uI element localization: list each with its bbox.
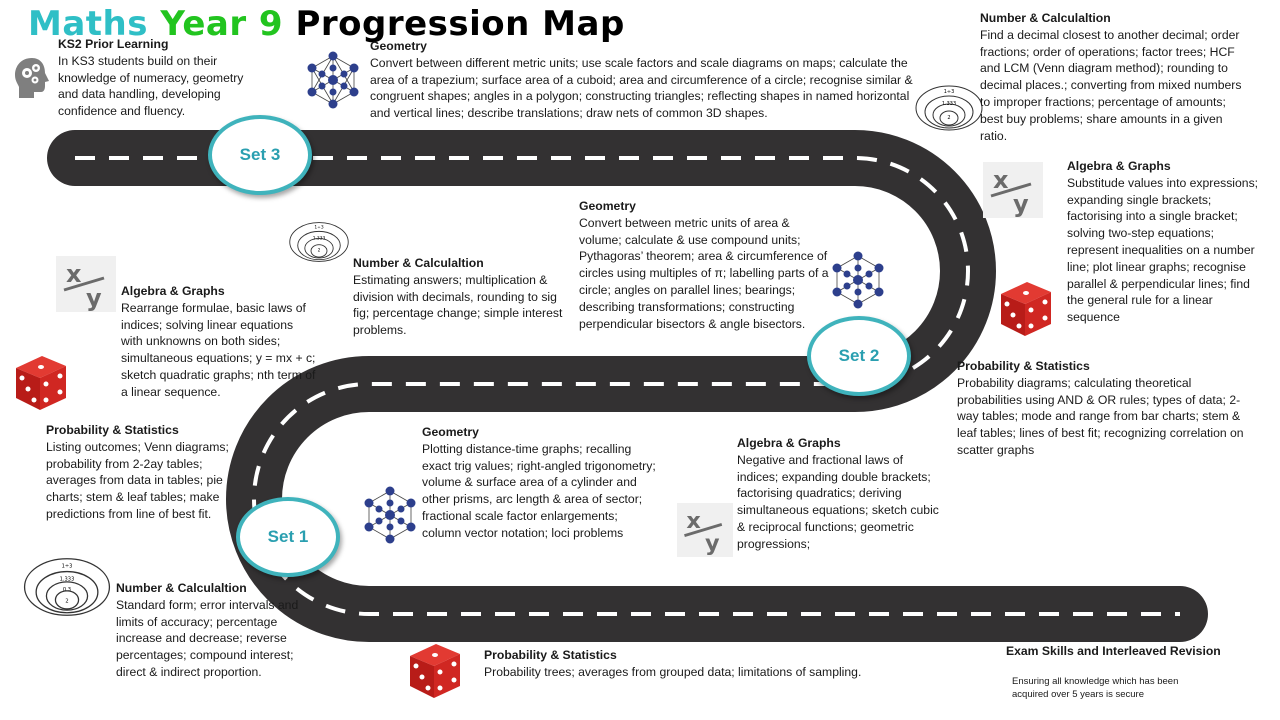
algebra-x: x: [993, 166, 1009, 194]
set2-probability-body: Listing outcomes; Venn diagrams; probabi…: [46, 439, 229, 521]
set2-geometry-heading: Geometry: [579, 199, 636, 213]
set2-algebra-heading: Algebra & Graphs: [121, 284, 225, 298]
geometry-icon: [832, 251, 884, 309]
algebra-y: y: [1013, 190, 1029, 218]
title-year: Year 9: [160, 4, 284, 44]
number-icon-label: 2: [65, 598, 68, 604]
set1-badge: Set 1: [236, 497, 340, 577]
algebra-x: x: [66, 260, 82, 288]
set1-geometry-body: Plotting distance-time graphs; recalling…: [422, 441, 656, 540]
page-title: Maths Year 9 Progression Map: [28, 4, 625, 44]
geometry-icon: [364, 486, 416, 544]
set2-algebra-body: Rearrange formulae, basic laws of indice…: [121, 300, 316, 399]
set3-label: Set 3: [239, 145, 281, 164]
set2-badge: Set 2: [807, 316, 911, 396]
ks2-block: KS2 Prior Learning In KS3 students build…: [58, 36, 263, 120]
set3-number-body: Find a decimal closest to another decima…: [980, 27, 1242, 143]
head-gears-icon: [15, 58, 49, 98]
number-sets-icon: 1÷3 1.333 0.3 2: [23, 558, 111, 616]
dice-icon: [410, 644, 460, 698]
ks2-body: In KS3 students build on their knowledge…: [58, 53, 244, 119]
set2-geometry-block: Geometry Convert between metric units of…: [579, 198, 831, 332]
set1-number-body: Standard form; error intervals and limit…: [116, 597, 299, 679]
exam-heading: Exam Skills and Interleaved Revision: [1006, 644, 1221, 658]
algebra-y: y: [705, 531, 720, 557]
exam-body: Ensuring all knowledge which has been ac…: [1012, 676, 1179, 700]
set1-algebra-body: Negative and fractional laws of indices;…: [737, 452, 939, 551]
number-sets-icon: 1÷3 1.333 2: [915, 85, 983, 131]
set2-number-body: Estimating answers; multiplication & div…: [353, 272, 563, 338]
number-icon-label: 1.333: [60, 577, 75, 583]
set2-geometry-body: Convert between metric units of area & v…: [579, 215, 829, 331]
number-icon-label: 0.3: [63, 587, 71, 593]
set3-geometry-block: Geometry Convert between different metri…: [370, 38, 915, 122]
set2-number-block: Number & Calculaltion Estimating answers…: [353, 255, 575, 339]
road-centerline: [75, 156, 1180, 616]
set3-probability-body: Probability diagrams; calculating theore…: [957, 375, 1244, 457]
set2-label: Set 2: [838, 346, 880, 365]
set3-badge: Set 3: [208, 115, 312, 195]
number-icon-label: 1÷3: [62, 564, 73, 570]
geometry-icon: [307, 51, 359, 109]
exam-skills-block: Exam Skills and Interleaved Revision: [1006, 643, 1246, 660]
set1-probability-body: Probability trees; averages from grouped…: [484, 664, 862, 679]
ks2-heading: KS2 Prior Learning: [58, 37, 169, 51]
set1-geometry-heading: Geometry: [422, 425, 479, 439]
set1-algebra-heading: Algebra & Graphs: [737, 436, 841, 450]
number-icon-label: 1.333: [942, 101, 956, 107]
algebra-y: y: [86, 284, 102, 312]
set2-algebra-block: Algebra & Graphs Rearrange formulae, bas…: [121, 283, 317, 401]
set1-label: Set 1: [267, 527, 309, 546]
set2-number-heading: Number & Calculaltion: [353, 256, 484, 270]
set1-number-block: Number & Calculaltion Standard form; err…: [116, 580, 316, 681]
set2-probability-heading: Probability & Statistics: [46, 423, 179, 437]
set2-probability-block: Probability & Statistics Listing outcome…: [46, 422, 246, 523]
set3-algebra-block: Algebra & Graphs Substitude values into …: [1067, 158, 1262, 326]
set3-number-block: Number & Calculaltion Find a decimal clo…: [980, 10, 1242, 144]
title-maths: Maths: [28, 4, 148, 44]
algebra-xy-icon: x y: [983, 162, 1043, 218]
set1-number-heading: Number & Calculaltion: [116, 581, 247, 595]
number-icon-label: 1÷3: [944, 89, 955, 95]
set1-probability-block: Probability & Statistics Probability tre…: [484, 647, 904, 681]
set3-algebra-heading: Algebra & Graphs: [1067, 159, 1171, 173]
set1-algebra-block: Algebra & Graphs Negative and fractional…: [737, 435, 939, 553]
set3-probability-heading: Probability & Statistics: [957, 359, 1090, 373]
number-sets-icon: 1÷3 1.333 2: [289, 222, 349, 262]
set3-geometry-heading: Geometry: [370, 39, 427, 53]
dice-icon: [1001, 282, 1051, 336]
title-rest: Progression Map: [295, 4, 625, 44]
algebra-xy-icon: x y: [56, 256, 116, 312]
set3-geometry-body: Convert between different metric units; …: [370, 55, 913, 121]
algebra-x: x: [686, 508, 701, 534]
number-icon-label: 1.333: [313, 235, 326, 241]
set1-probability-heading: Probability & Statistics: [484, 648, 617, 662]
set3-probability-block: Probability & Statistics Probability dia…: [957, 358, 1257, 459]
set1-geometry-block: Geometry Plotting distance-time graphs; …: [422, 424, 658, 542]
number-icon-label: 2: [947, 115, 950, 121]
dice-icon: [16, 356, 66, 410]
number-icon-label: 1÷3: [314, 225, 323, 231]
set3-algebra-body: Substitude values into expressions; expa…: [1067, 175, 1259, 325]
set3-number-heading: Number & Calculaltion: [980, 11, 1111, 25]
algebra-xy-icon: x y: [677, 503, 733, 557]
number-icon-label: 2: [318, 248, 321, 254]
